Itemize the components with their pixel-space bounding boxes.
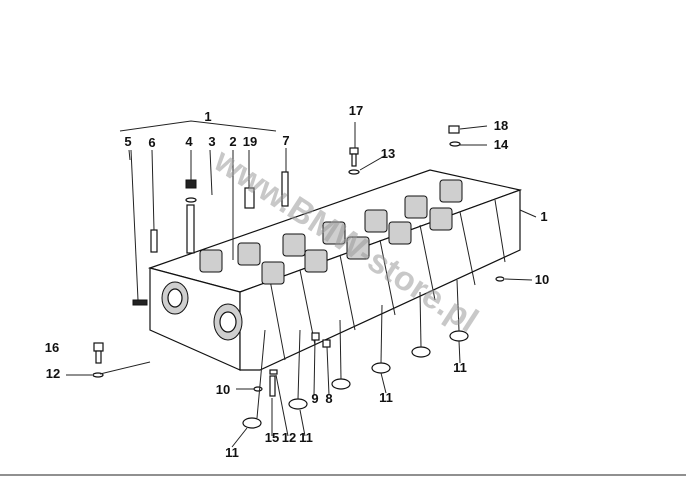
callout-18: 18: [494, 118, 508, 133]
callout-11-a: 11: [225, 445, 239, 460]
callout-15: 15: [265, 430, 279, 445]
callout-4: 4: [185, 134, 193, 149]
callout-1-top: 1: [204, 109, 211, 124]
callout-11-c: 11: [379, 390, 393, 405]
callout-14: 14: [494, 137, 509, 152]
callout-16: 16: [45, 340, 59, 355]
callout-7: 7: [282, 133, 289, 148]
callout-8: 8: [325, 391, 332, 406]
cylinder-head: [147, 169, 523, 371]
callout-13: 13: [381, 146, 395, 161]
callout-5: 5: [124, 134, 131, 149]
callout-11-d: 11: [453, 360, 467, 375]
callout-11-b: 11: [299, 430, 313, 445]
callout-2: 2: [229, 134, 236, 149]
callout-3: 3: [208, 134, 215, 149]
callout-6: 6: [148, 135, 155, 150]
callout-labels: 1 1 2 3 4 5 6 7 8 9 10 10 11 11 11 11 12…: [45, 103, 549, 460]
callout-10-right: 10: [535, 272, 549, 287]
callout-12-left: 12: [46, 366, 60, 381]
callout-1-right: 1: [540, 209, 547, 224]
callout-17: 17: [349, 103, 363, 118]
callout-10-left: 10: [216, 382, 230, 397]
callout-9: 9: [311, 391, 318, 406]
leader-lines: [66, 120, 537, 448]
callout-19: 19: [243, 134, 257, 149]
callout-12-bottom: 12: [282, 430, 296, 445]
